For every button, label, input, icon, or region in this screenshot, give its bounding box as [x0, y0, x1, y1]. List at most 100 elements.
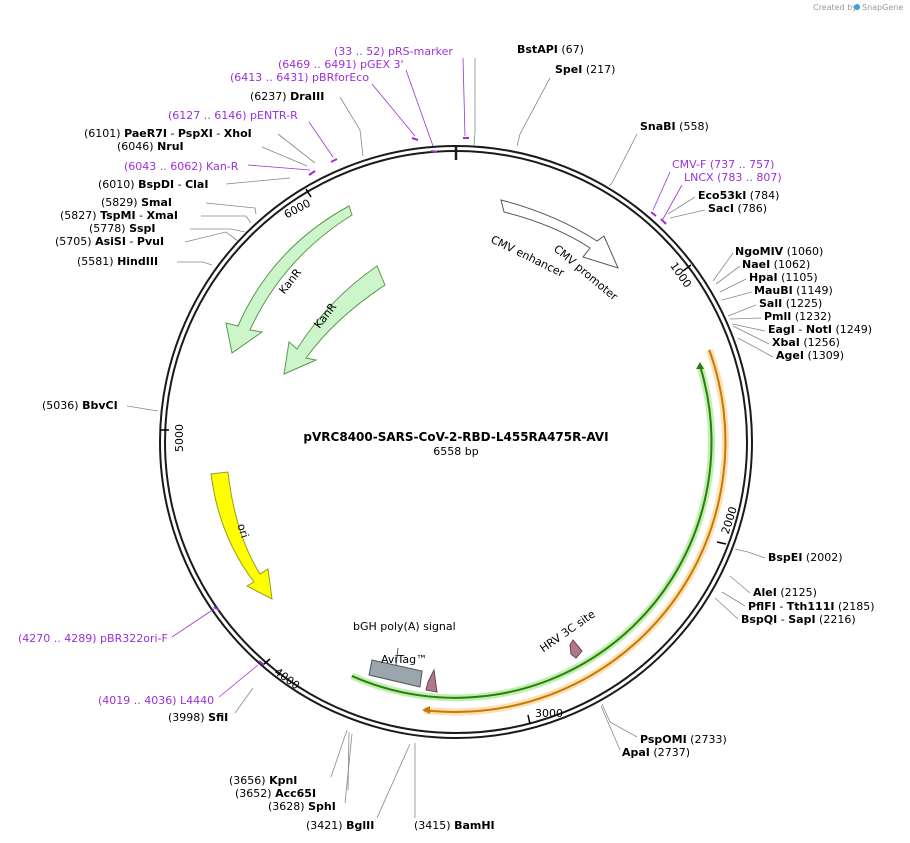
leader-line: [376, 743, 411, 819]
primer-labels: (33 .. 52) pRS-marker(6469 .. 6491) pGEX…: [18, 45, 782, 707]
enzyme-label: BspQI - SapI (2216): [741, 613, 856, 626]
bgh-polya-box: [368, 659, 423, 688]
tick-mark: [305, 188, 312, 198]
primer-leader: [218, 664, 259, 698]
leader-line: [737, 337, 774, 358]
hrv-3c-site-arrow: [569, 639, 583, 659]
leader-line: [201, 215, 252, 224]
bgh-label: bGH poly(A) signal: [353, 620, 456, 633]
tick-label: 1000: [667, 260, 694, 290]
ori-label: ori: [234, 522, 251, 540]
snapgene-logo-icon: [854, 4, 860, 10]
enzyme-label: (3415) BamHI: [414, 819, 495, 832]
enzyme-label: (3656) KpnI: [229, 774, 297, 787]
leader-line: [734, 548, 766, 559]
primer-marks: [213, 137, 667, 666]
primer-leader: [662, 184, 683, 220]
enzyme-label: (5778) SspI: [89, 222, 156, 235]
enzyme-label: Eco53kI (784): [698, 189, 779, 202]
leader-line: [729, 575, 751, 594]
avitag-label: AviTag™: [381, 653, 427, 666]
enzyme-label: AleI (2125): [753, 586, 817, 599]
cmv-region: CMV enhancer CMV promoter: [489, 199, 620, 304]
leader-line: [516, 77, 551, 147]
enzyme-label: EagI - NotI (1249): [768, 323, 872, 336]
primer-leader: [462, 57, 466, 137]
hrv-label: HRV 3C site: [538, 607, 598, 655]
ori-feature: ori: [210, 471, 273, 600]
enzyme-label: HpaI (1105): [749, 271, 818, 284]
leader-line: [347, 731, 350, 791]
primer-label: CMV-F (737 .. 757): [672, 158, 774, 171]
avitag-arrow: [425, 668, 438, 693]
enzyme-label: (3421) BglII: [306, 819, 374, 832]
primer-label: (6043 .. 6062) Kan-R: [124, 160, 239, 173]
primer-leader: [371, 83, 416, 137]
enzyme-labels: BstAPI (67) SpeI (217) SnaBI (558) Eco53kI …: [42, 43, 875, 832]
enzyme-label: (5036) BbvCI: [42, 399, 118, 412]
leader-line: [715, 265, 741, 285]
cds-arcs: [350, 348, 729, 716]
tick-label: 4000: [272, 665, 302, 692]
plasmid-length: 6558 bp: [433, 445, 478, 458]
leader-line: [712, 252, 734, 282]
leader-line: [714, 597, 739, 620]
cds-green-arc-halo: [350, 365, 715, 702]
leader-line: [732, 325, 770, 345]
leader-lines: [126, 57, 774, 819]
leader-line: [719, 278, 747, 293]
leader-line: [330, 729, 348, 778]
cds-orange-arc: [423, 349, 727, 713]
leader-line: [721, 291, 753, 301]
enzyme-label: (3652) Acc65I: [235, 787, 316, 800]
leader-line: [727, 304, 757, 317]
enzyme-label: BstAPI (67): [517, 43, 584, 56]
cds-orange-arc-halo: [423, 348, 729, 716]
leader-line: [731, 323, 766, 332]
enzyme-label: PspOMI (2733): [640, 733, 727, 746]
tick-label: 3000: [535, 707, 563, 720]
enzyme-label: (6046) NruI: [117, 140, 184, 153]
primer-label: (4270 .. 4289) pBR322ori-F: [18, 632, 168, 645]
enzyme-label: NaeI (1062): [742, 258, 810, 271]
enzyme-label: (5581) HindIII: [77, 255, 158, 268]
leader-line: [721, 591, 746, 607]
small-features: bGH poly(A) signal AviTag™ HRV 3C site: [353, 607, 598, 693]
enzyme-label: NgoMIV (1060): [735, 245, 823, 258]
enzyme-label: SnaBI (558): [640, 120, 709, 133]
tick-mark: [716, 541, 727, 545]
leader-line: [205, 202, 257, 215]
enzyme-label: SacI (786): [708, 202, 767, 215]
leader-line: [667, 196, 696, 215]
watermark: Created by SnapGene: [813, 3, 903, 12]
enzyme-label: PflFI - Tth111I (2185): [748, 600, 875, 613]
leader-line: [600, 705, 621, 751]
enzyme-label: MauBI (1149): [754, 284, 833, 297]
leader-line: [234, 687, 254, 714]
primer-label: (6413 .. 6431) pBRforEco: [230, 71, 369, 84]
leader-line: [177, 261, 213, 266]
primer-label: (33 .. 52) pRS-marker: [334, 45, 453, 58]
cmv-enhancer-label: CMV enhancer: [489, 233, 567, 280]
watermark-brand: SnapGene: [862, 3, 903, 12]
backbone: [159, 145, 753, 739]
enzyme-label: (5829) SmaI: [101, 196, 172, 209]
enzyme-label: SalI (1225): [759, 297, 822, 310]
enzyme-label: ApaI (2737): [622, 746, 690, 759]
enzyme-label: SpeI (217): [555, 63, 615, 76]
enzyme-label: PmlI (1232): [764, 310, 831, 323]
primer-mark: [330, 158, 338, 163]
watermark-prefix: Created by: [813, 3, 857, 12]
plasmid-title: pVRC8400-SARS-CoV-2-RBD-L455RA475R-AVI 6…: [303, 430, 608, 458]
primer-leader: [652, 171, 671, 211]
primer-label: (4019 .. 4036) L4440: [98, 694, 214, 707]
leader-line: [126, 405, 159, 412]
leader-line: [277, 133, 316, 164]
primer-leader: [405, 69, 434, 147]
primer-label: (6127 .. 6146) pENTR-R: [168, 109, 298, 122]
leader-line: [190, 228, 246, 233]
enzyme-label: (6101) PaeR7I - PspXI - XhoI: [84, 127, 252, 140]
leader-line: [184, 231, 239, 243]
tick-mark: [527, 714, 531, 725]
